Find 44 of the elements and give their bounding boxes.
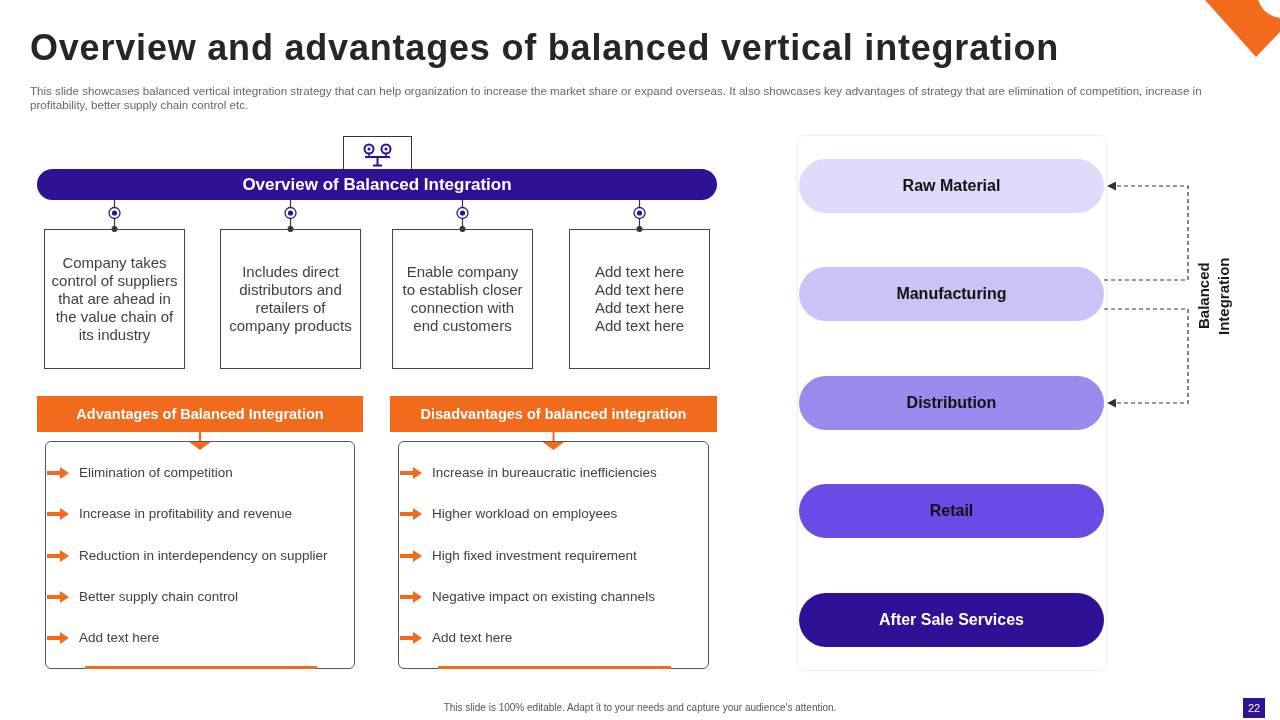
list-item-text: Add text here <box>79 630 160 647</box>
content-box <box>220 229 361 369</box>
list-item-text: Elimination of competition <box>79 465 233 481</box>
connector-line <box>456 199 469 232</box>
heading-band: Advantages of Balanced Integration <box>37 396 363 432</box>
list-item-text: Add text here <box>432 630 513 647</box>
pointer-arrow <box>541 431 566 450</box>
box-text: Company takes control of suppliers that are ahead in the value chain of its industry <box>51 254 178 344</box>
stage-pill: Distribution <box>799 376 1104 430</box>
list-panel <box>398 441 709 669</box>
description-text: This slide showcases balanced vertical integration strategy that can help organization to increase the market share or expand overseas. It also showcases key advantages of strategy that are elimination of competition, increase in profitability, better supply chain control etc. <box>30 84 1203 112</box>
list-panel <box>45 441 355 669</box>
connector-line <box>284 199 297 232</box>
stage-pill: Manufacturing <box>799 267 1104 321</box>
list-item-text: Reduction in interdependency on supplier <box>79 547 328 564</box>
heading-band: Disadvantages of balanced integration <box>390 396 717 432</box>
page-number: 22 <box>1243 698 1265 718</box>
list-item-text: Increase in profitability and revenue <box>79 506 293 523</box>
stage-pill: After Sale Services <box>799 593 1104 647</box>
box-text: Enable company to establish closer connection with end customers <box>401 263 524 335</box>
box-text: Add text here <box>594 299 685 317</box>
box-text: Add text here <box>594 263 685 281</box>
heading-bar: Overview of Balanced Integration <box>37 169 717 200</box>
connector-line <box>633 199 646 232</box>
list-item-text: Better supply chain control <box>79 588 239 605</box>
stage-pill: Raw Material <box>799 159 1104 213</box>
content-box <box>44 229 185 369</box>
side-label: Balanced Integration <box>1194 256 1233 337</box>
connector-line <box>108 199 121 232</box>
dashed-arrow <box>1103 181 1189 281</box>
pointer-arrow <box>188 431 212 450</box>
stage-pill: Retail <box>799 484 1104 538</box>
box-text: Add text here <box>594 317 685 335</box>
list-item-text: Higher workload on employees <box>432 506 618 523</box>
box-text: Add text here <box>594 281 685 299</box>
slide-title: Overview and advantages of balanced vertical integration <box>30 27 1061 70</box>
content-box <box>392 229 533 369</box>
dashed-arrow <box>1103 308 1189 408</box>
content-box <box>569 229 710 369</box>
list-item-text: Increase in bureaucratic inefficiencies <box>432 465 657 481</box>
footer-note: This slide is 100% editable. Adapt it to your needs and capture your audience's attention. <box>442 702 838 714</box>
box-text: Includes direct distributors and retailers of company products <box>228 263 353 335</box>
list-item-text: Negative impact on existing channels <box>432 588 655 605</box>
list-item-text: High fixed investment requirement <box>432 547 637 564</box>
